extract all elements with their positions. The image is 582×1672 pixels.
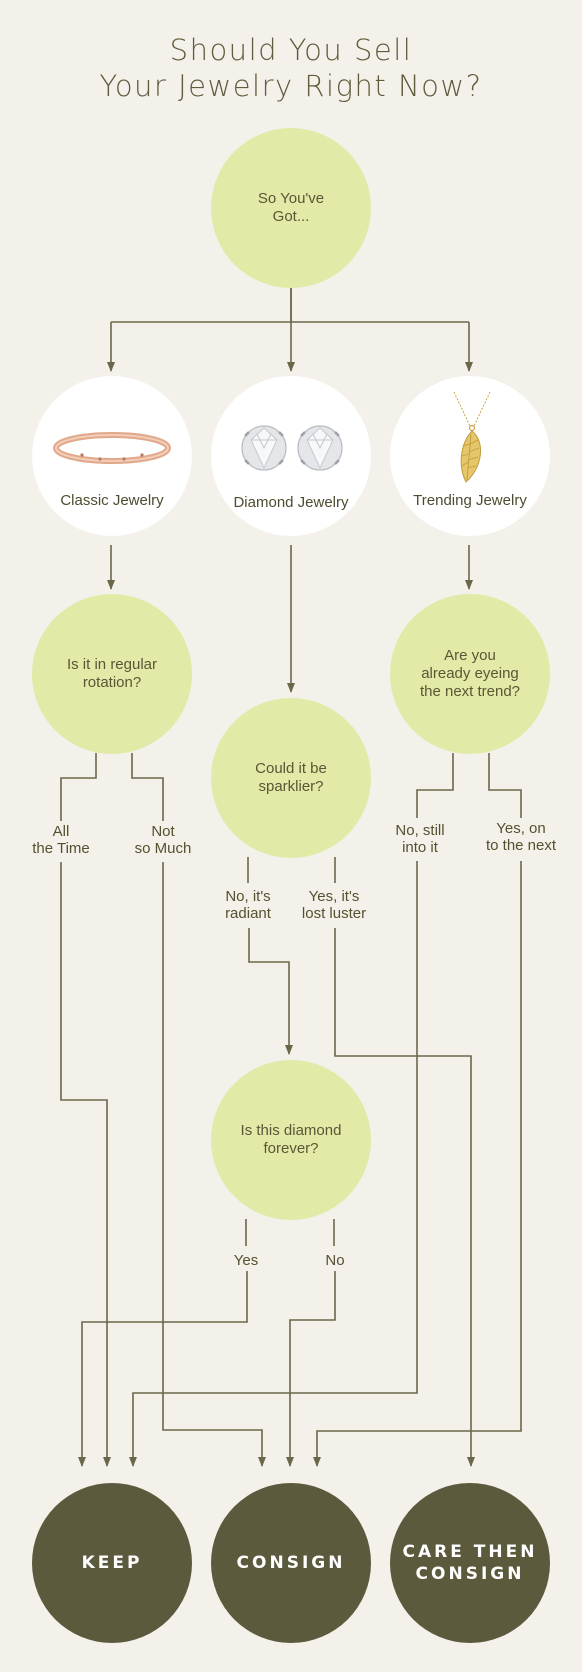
question-sparklier: Could it be sparklier?	[211, 698, 371, 858]
diamond-stud-earrings-icon	[241, 425, 343, 471]
connector-lost-luster-care	[334, 928, 475, 1467]
title-line-1: Should You Sell	[169, 33, 413, 67]
diamond-jewelry-label: Diamond Jewelry	[233, 494, 349, 511]
classic-jewelry-label: Classic Jewelry	[60, 492, 164, 509]
connector-not-so-much-consign	[162, 862, 266, 1467]
connector-no-consign	[286, 1271, 336, 1467]
branch-no-still-into-it: No, still into it	[395, 822, 445, 856]
start-node: So You've Got...	[211, 128, 371, 288]
outcome-consign-label: CONSIGN	[236, 1553, 346, 1573]
trending-jewelry-node: Trending Jewelry	[390, 376, 550, 536]
question-next-trend: Are you already eyeing the next trend?	[390, 594, 550, 754]
connector-trend-still-into-it	[416, 753, 454, 818]
connector-all-the-time-keep	[60, 862, 111, 1467]
connector-still-into-it-keep	[129, 861, 418, 1467]
start-label: So You've Got...	[257, 190, 325, 225]
connector-no-radiant-forever	[248, 928, 293, 1055]
outcome-consign: CONSIGN	[211, 1483, 371, 1643]
connector-yes-keep	[78, 1271, 248, 1467]
question-forever-label: Is this diamond forever?	[240, 1122, 342, 1157]
branch-yes-on-to-the-next: Yes, on to the next	[485, 820, 557, 854]
gold-leaf-pendant-icon	[453, 391, 491, 483]
branch-yes: Yes	[233, 1252, 259, 1269]
outcome-care-then-consign: CARE THEN CONSIGN	[390, 1483, 550, 1643]
connector-next-consign	[313, 861, 522, 1467]
question-sparklier-label: Could it be sparklier?	[255, 760, 327, 795]
outcome-keep-label: KEEP	[81, 1553, 143, 1573]
branch-no: No	[325, 1252, 345, 1269]
title-line-2: Your Jewelry Right Now?	[99, 69, 483, 103]
branch-all-the-time: All the Time	[32, 823, 90, 857]
question-forever: Is this diamond forever?	[211, 1060, 371, 1220]
branch-yes-lost-luster: Yes, it's lost luster	[301, 888, 367, 922]
diamond-jewelry-node: Diamond Jewelry	[211, 376, 371, 536]
outcome-keep: KEEP	[32, 1483, 192, 1643]
trending-jewelry-label: Trending Jewelry	[413, 492, 527, 509]
branch-not-so-much: Not so Much	[134, 823, 192, 857]
question-rotation: Is it in regular rotation?	[32, 594, 192, 754]
connector-rotation-all-the-time	[60, 753, 97, 821]
question-rotation-label: Is it in regular rotation?	[66, 656, 158, 691]
classic-jewelry-node: Classic Jewelry	[32, 376, 192, 536]
branch-no-radiant: No, it's radiant	[225, 888, 271, 922]
outcome-care-then-consign-label: CARE THEN CONSIGN	[402, 1542, 538, 1584]
question-next-trend-label: Are you already eyeing the next trend?	[419, 647, 521, 700]
rose-gold-bangle-icon	[53, 432, 171, 464]
connector-rotation-not-so-much	[131, 753, 164, 821]
connector-trend-next	[488, 753, 522, 818]
